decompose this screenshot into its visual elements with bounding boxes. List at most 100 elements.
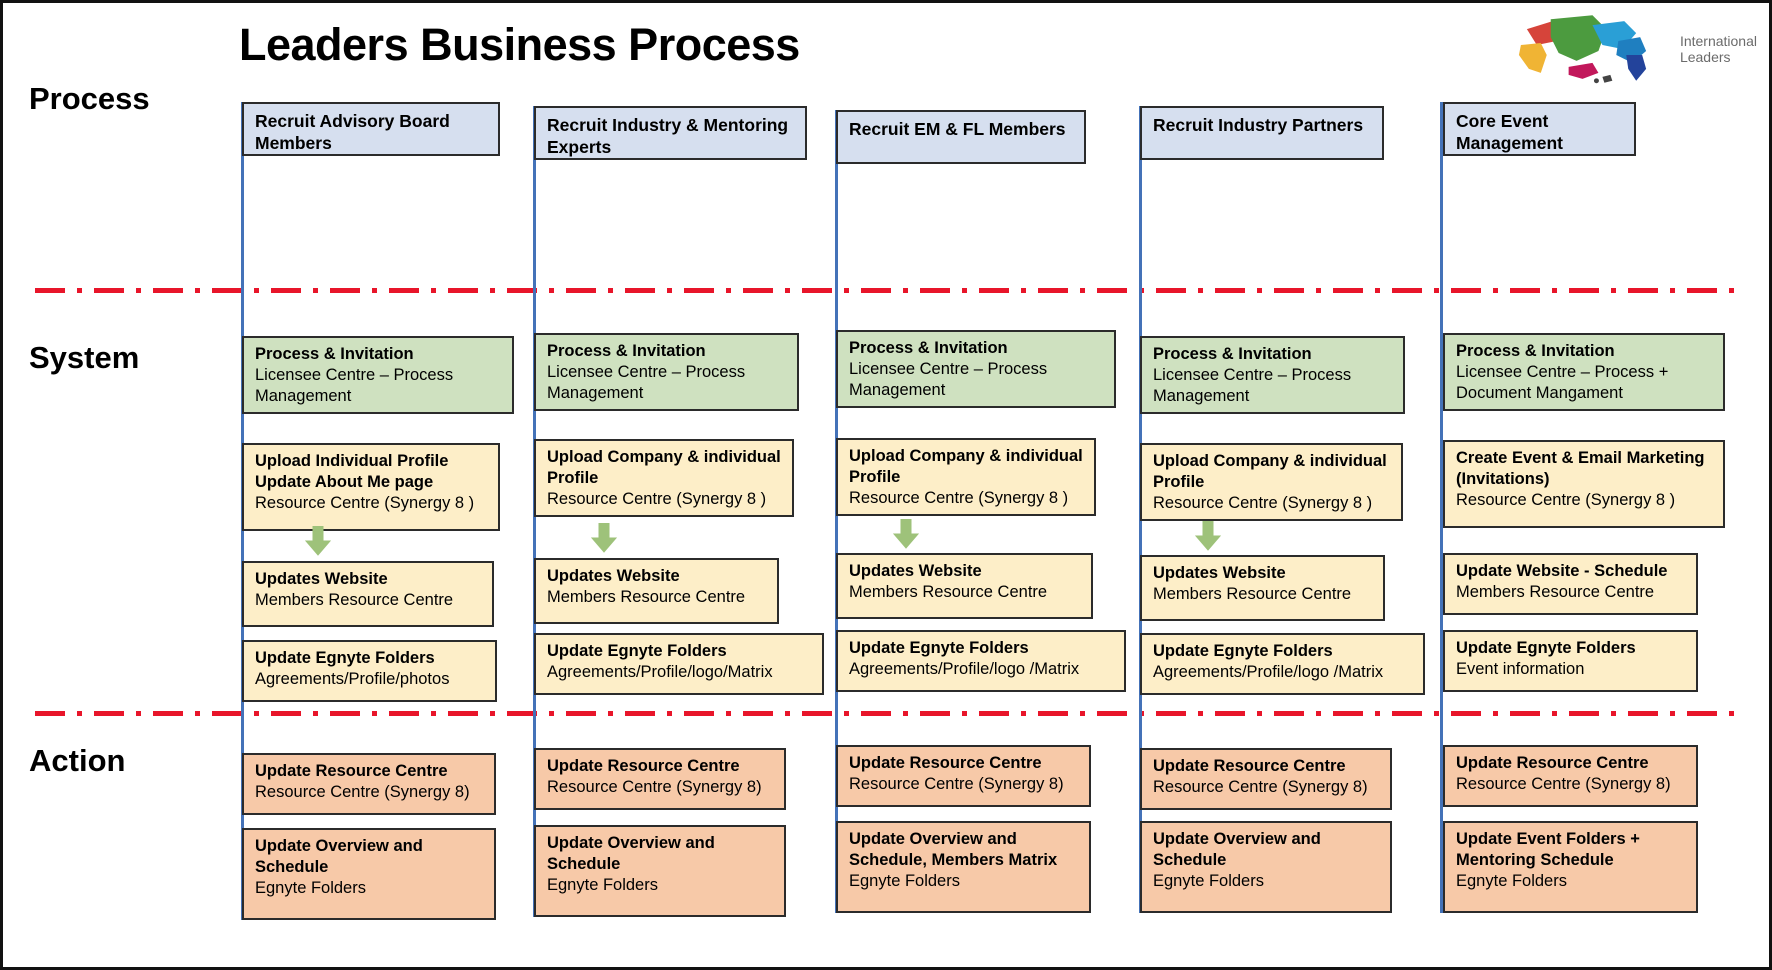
process-box-2[interactable]: Recruit Industry & Mentoring Experts xyxy=(534,106,807,160)
box-heading: Process & Invitation xyxy=(547,342,706,360)
box-heading: Update Resource Centre xyxy=(1153,757,1346,775)
action-box-5-2[interactable]: Update Event Folders + Mentoring Schedul… xyxy=(1443,821,1698,913)
international-leaders-logo: International Leaders xyxy=(1507,9,1757,89)
box-heading: Upload Individual Profile Update About M… xyxy=(255,452,449,491)
box-heading: Upload Company & individual Profile xyxy=(849,447,1083,486)
page-title: Leaders Business Process xyxy=(239,19,800,70)
box-subtext: Licensee Centre – Process Management xyxy=(1153,365,1352,405)
box-subtext: Event information xyxy=(1456,659,1585,678)
box-subtext: Members Resource Centre xyxy=(547,587,746,606)
process-box-title: Recruit Industry & Mentoring Experts xyxy=(547,115,789,158)
box-subtext: Resource Centre (Synergy 8) xyxy=(1456,774,1671,793)
row-label-system: System xyxy=(29,340,140,375)
box-heading: Update Overview and Schedule xyxy=(547,834,715,873)
box-heading: Update Egnyte Folders xyxy=(1153,642,1333,660)
box-heading: Process & Invitation xyxy=(1153,345,1312,363)
column-connector-line-5 xyxy=(1440,102,1443,913)
box-subtext: Resource Centre (Synergy 8) xyxy=(1153,777,1368,796)
process-box-4[interactable]: Recruit Industry Partners xyxy=(1140,106,1384,160)
row-label-action: Action xyxy=(29,743,126,778)
box-heading: Updates Website xyxy=(547,567,680,585)
row-label-process: Process xyxy=(29,81,150,116)
box-subtext: Egnyte Folders xyxy=(849,871,960,890)
action-box-3-2[interactable]: Update Overview and Schedule, Members Ma… xyxy=(836,821,1091,913)
box-subtext: Members Resource Centre xyxy=(255,590,454,609)
box-subtext: Resource Centre (Synergy 8 ) xyxy=(255,493,475,512)
box-subtext: Licensee Centre – Process + Document Man… xyxy=(1456,362,1669,402)
logo-line-1: International xyxy=(1679,32,1757,49)
system-box-5-2[interactable]: Create Event & Email Marketing (Invitati… xyxy=(1443,440,1725,528)
box-subtext: Resource Centre (Synergy 8) xyxy=(849,774,1064,793)
box-subtext: Egnyte Folders xyxy=(547,875,658,894)
box-heading: Update Event Folders + Mentoring Schedul… xyxy=(1456,830,1640,869)
process-box-title: Core Event Management xyxy=(1456,111,1563,154)
box-subtext: Members Resource Centre xyxy=(1456,582,1655,601)
separator-system-action xyxy=(35,711,1743,716)
box-subtext: Licensee Centre – Process Management xyxy=(849,359,1048,399)
logo-line-2: Leaders xyxy=(1679,49,1731,65)
box-subtext: Agreements/Profile/logo /Matrix xyxy=(849,659,1080,678)
process-box-3[interactable]: Recruit EM & FL Members xyxy=(836,110,1086,164)
system-box-1-2[interactable]: Upload Individual Profile Update About M… xyxy=(242,443,500,531)
box-subtext: Egnyte Folders xyxy=(1456,871,1567,890)
box-heading: Process & Invitation xyxy=(849,339,1008,357)
box-subtext: Members Resource Centre xyxy=(849,582,1048,601)
box-heading: Update Egnyte Folders xyxy=(849,639,1029,657)
process-box-1[interactable]: Recruit Advisory Board Members xyxy=(242,102,500,156)
box-subtext: Agreements/Profile/logo /Matrix xyxy=(1153,662,1384,681)
box-heading: Updates Website xyxy=(255,570,388,588)
box-subtext: Agreements/Profile/photos xyxy=(255,669,450,688)
box-heading: Update Egnyte Folders xyxy=(255,649,435,667)
box-heading: Upload Company & individual Profile xyxy=(1153,452,1387,491)
box-heading: Update Overview and Schedule xyxy=(255,837,423,876)
box-heading: Process & Invitation xyxy=(255,345,414,363)
box-heading: Process & Invitation xyxy=(1456,342,1615,360)
box-subtext: Licensee Centre – Process Management xyxy=(255,365,454,405)
box-subtext: Resource Centre (Synergy 8) xyxy=(255,782,470,801)
box-subtext: Resource Centre (Synergy 8 ) xyxy=(1456,490,1676,509)
box-heading: Upload Company & individual Profile xyxy=(547,448,781,487)
box-subtext: Egnyte Folders xyxy=(255,878,366,897)
process-box-title: Recruit Advisory Board Members xyxy=(255,111,450,154)
box-subtext: Resource Centre (Synergy 8 ) xyxy=(547,489,767,508)
box-heading: Update Resource Centre xyxy=(1456,754,1649,772)
separator-process-system xyxy=(35,288,1743,293)
box-subtext: Licensee Centre – Process Management xyxy=(547,362,746,402)
box-subtext: Egnyte Folders xyxy=(1153,871,1264,890)
box-heading: Update Egnyte Folders xyxy=(1456,639,1636,657)
box-subtext: Members Resource Centre xyxy=(1153,584,1352,603)
box-subtext: Resource Centre (Synergy 8 ) xyxy=(1153,493,1373,512)
box-heading: Update Resource Centre xyxy=(849,754,1042,772)
box-subtext: Resource Centre (Synergy 8) xyxy=(547,777,762,796)
process-box-5[interactable]: Core Event Management xyxy=(1443,102,1636,156)
box-heading: Update Resource Centre xyxy=(255,762,448,780)
down-arrow-icon-4 xyxy=(1195,521,1221,551)
process-box-title: Recruit EM & FL Members xyxy=(849,119,1066,139)
